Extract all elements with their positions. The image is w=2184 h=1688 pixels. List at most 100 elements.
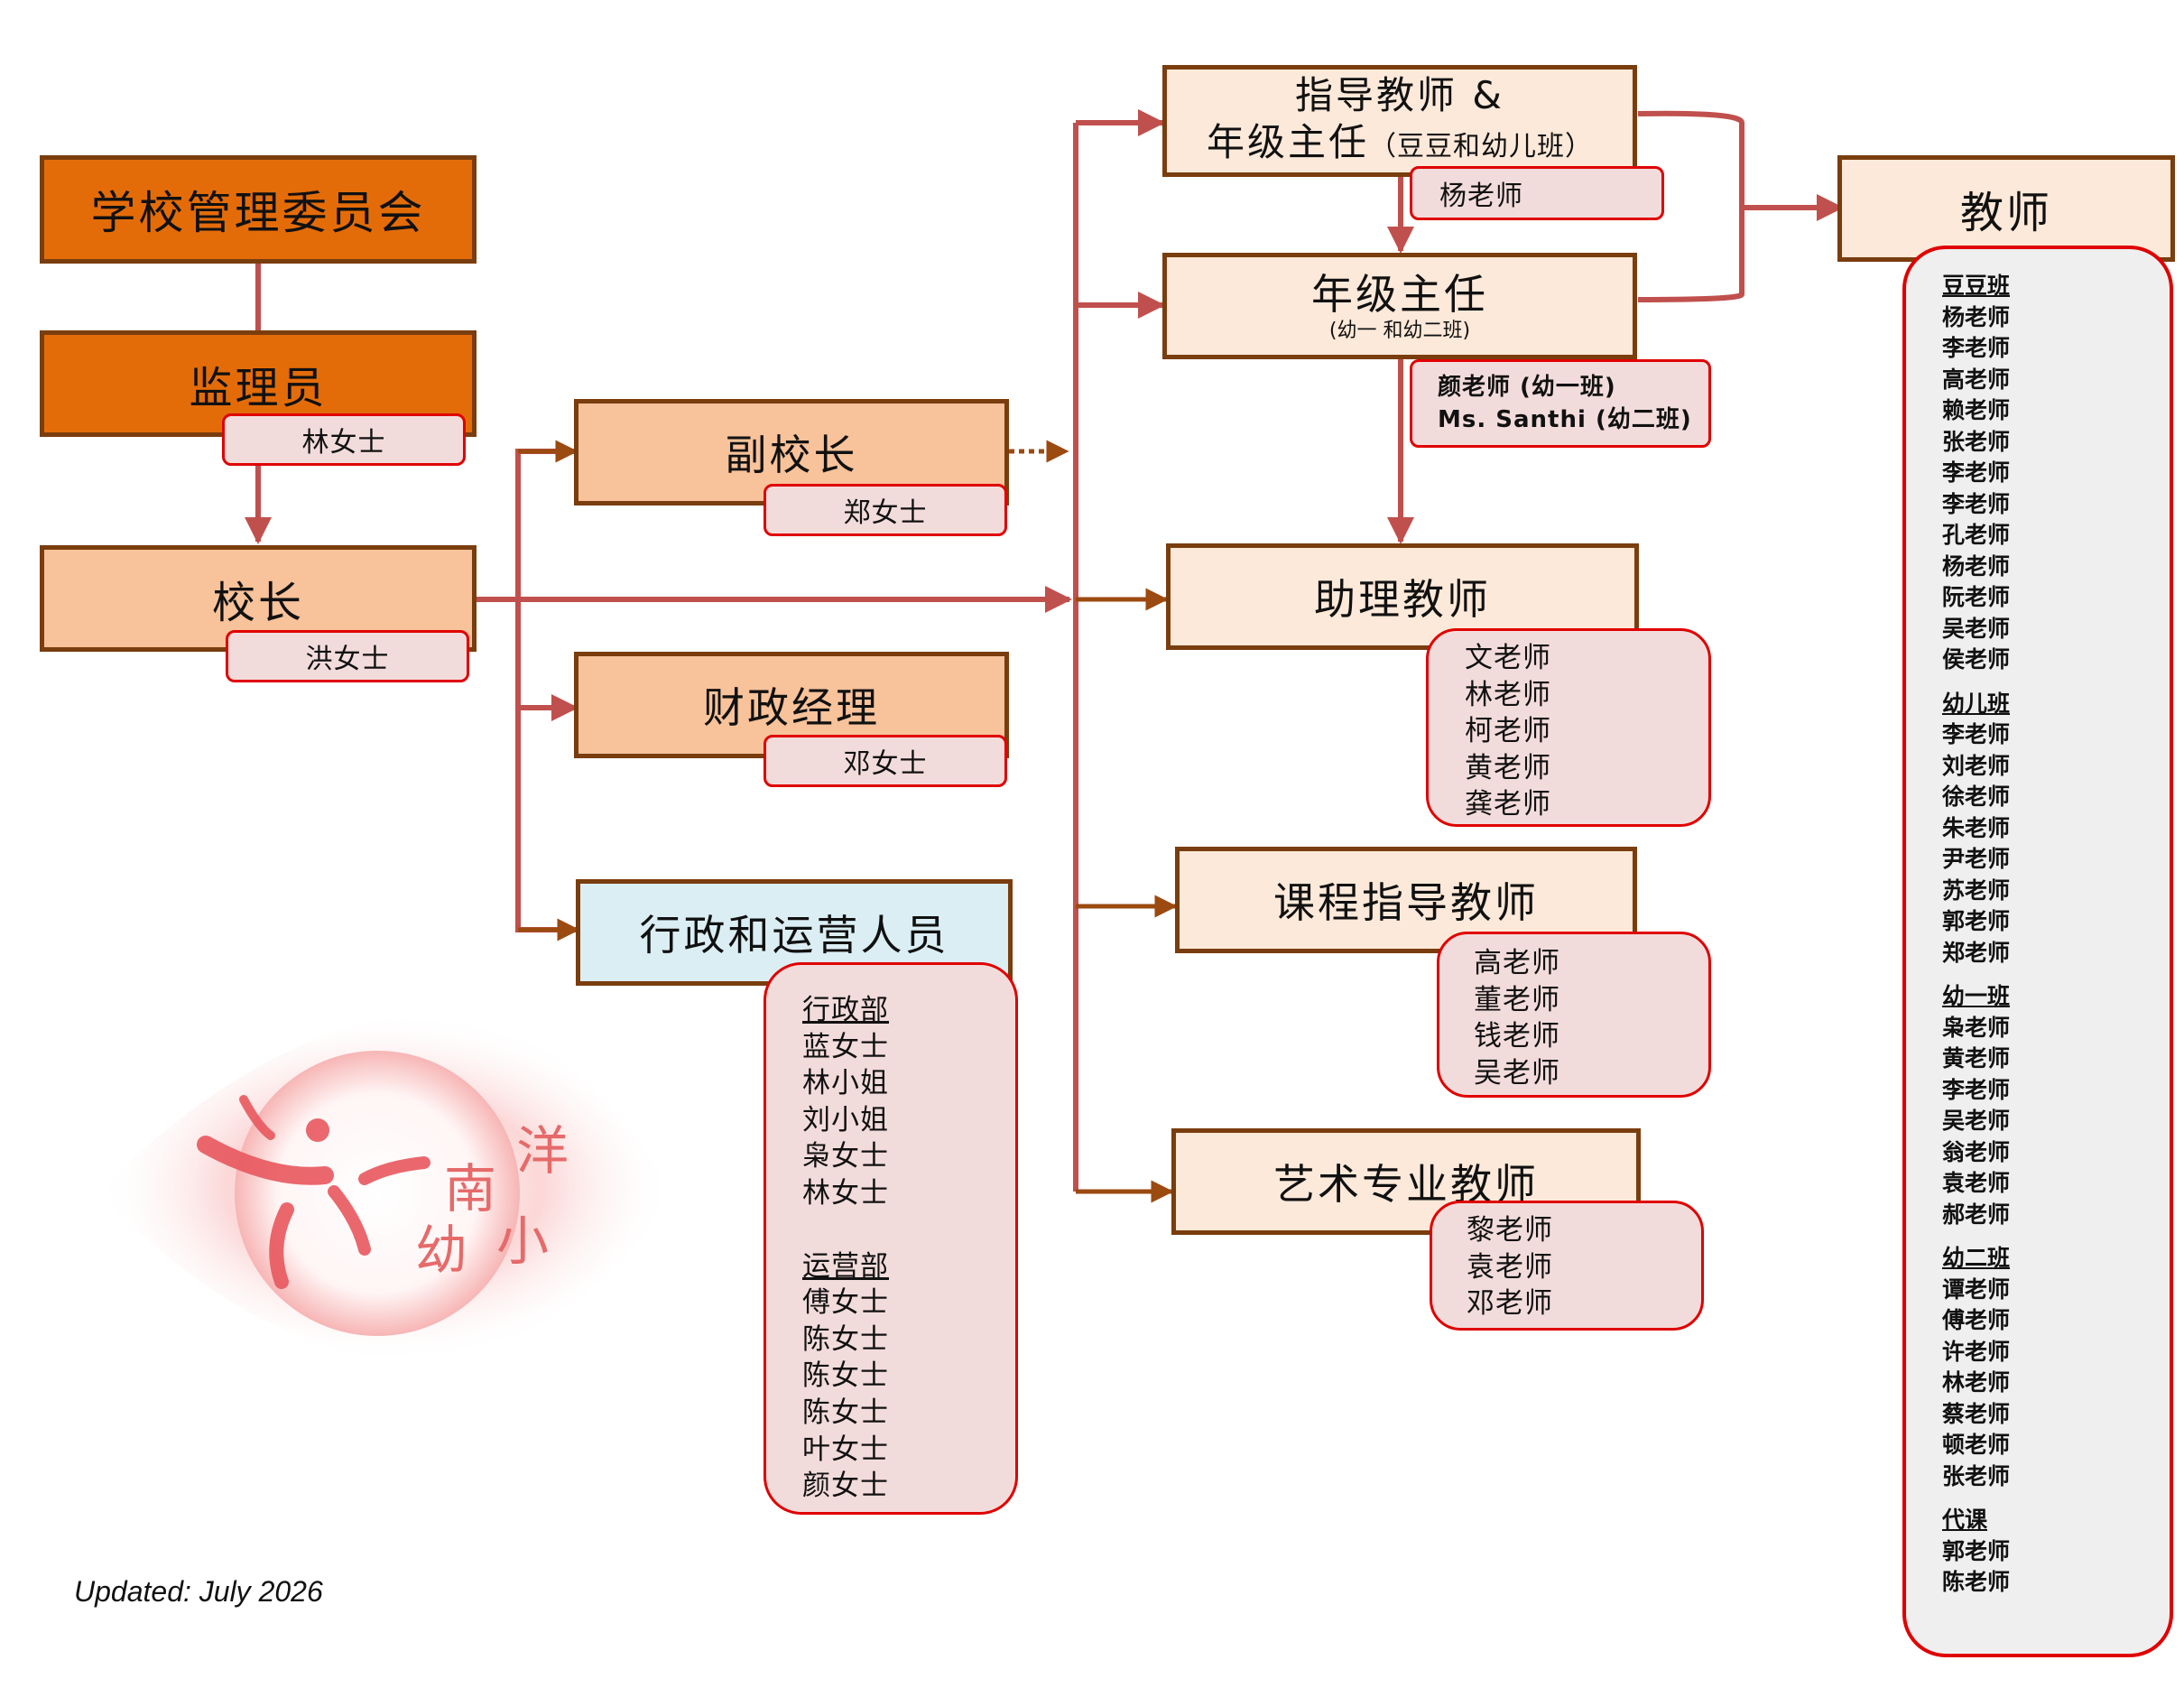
mentor-name: 杨老师: [1439, 181, 1523, 212]
teacher-name: 侯老师: [1942, 646, 2011, 672]
teacher-group-name: 幼二班: [1942, 1245, 2011, 1271]
teachers-box: 教师: [1837, 155, 2175, 262]
ops-staff-item: 陈女士: [802, 1322, 889, 1356]
teacher-name: 张老师: [1942, 1462, 2011, 1489]
admin-staff-item: 蓝女士: [802, 1030, 889, 1063]
curriculum-name-item: 高老师: [1474, 947, 1560, 979]
teacher-group-name: 代课: [1942, 1507, 1988, 1533]
teacher-name: 高老师: [1942, 366, 2011, 393]
teacher-name: 孔老师: [1942, 522, 2011, 548]
board-box: 学校管理委员会: [40, 155, 477, 264]
grade-head-name-item: Ms. Santhi (幼二班): [1438, 406, 1692, 433]
arts-name-item: 邓老师: [1467, 1287, 1553, 1321]
arts-name-item: 黎老师: [1467, 1214, 1553, 1247]
principal-title: 校长: [211, 578, 304, 628]
teacher-name: 朱老师: [1942, 814, 2011, 841]
teacher-group-name: 豆豆班: [1942, 273, 2011, 299]
teacher-name: 郝老师: [1942, 1201, 2011, 1228]
teacher-name: 张老师: [1942, 428, 2011, 455]
admin-ops-title: 行政和运营人员: [639, 911, 949, 960]
principal-name: 洪女士: [305, 644, 390, 675]
assistant-name-item: 文老师: [1465, 642, 1551, 674]
teacher-name: 蔡老师: [1942, 1400, 2011, 1427]
teacher-name: 陈老师: [1942, 1569, 2011, 1595]
ops-staff-item: 陈女士: [802, 1359, 889, 1393]
supervisor-name: 林女士: [301, 427, 386, 459]
principal-name-tag: 洪女士: [226, 630, 469, 682]
supervisor-name-tag: 林女士: [222, 413, 466, 466]
mentor-title-line2: 年级主任: [1206, 119, 1369, 164]
board-title: 学校管理委员会: [90, 187, 426, 239]
logo-text-4: 小: [496, 1210, 550, 1272]
mentor-name-tag: 杨老师: [1410, 166, 1664, 220]
teacher-group: 幼一班 枭老师 黄老师 李老师 吴老师 翁老师 袁老师 郝老师: [1942, 981, 2170, 1230]
grade-head-name-item: 颜老师 (幼一班): [1438, 374, 1616, 401]
mentor-title-line1: 指导教师 &: [1294, 72, 1505, 117]
admin-staff-item: 林小姐: [802, 1067, 889, 1100]
curriculum-name-item: 钱老师: [1474, 1020, 1560, 1053]
admin-staff-item: 刘小姐: [802, 1103, 889, 1136]
curriculum-name-item: 董老师: [1474, 983, 1560, 1016]
assistant-panel: 文老师 林老师 柯老师 黄老师 龚老师: [1426, 628, 1711, 827]
finance-title: 财政经理: [703, 683, 880, 732]
logo-text-3: 幼: [415, 1220, 468, 1281]
mentor-box: 指导教师 & 年级主任（豆豆和幼儿班）: [1162, 65, 1637, 177]
finance-name: 邓女士: [843, 748, 928, 780]
teacher-group: 幼儿班 李老师 刘老师 徐老师 朱老师 尹老师 苏老师 郭老师 郑老师: [1942, 689, 2170, 969]
teacher-group: 幼二班 谭老师 傅老师 许老师 林老师 蔡老师 顿老师 张老师: [1942, 1243, 2170, 1492]
logo-text-1: 南: [444, 1158, 497, 1220]
teacher-name: 苏老师: [1942, 876, 2011, 904]
teacher-name: 郭老师: [1942, 908, 2011, 934]
school-logo: [97, 1011, 672, 1363]
grade-head-note: (幼一 和幼二班): [1328, 320, 1471, 342]
ops-staff-item: 颜女士: [802, 1470, 889, 1503]
link-spine-left: [515, 449, 578, 932]
ops-staff-item: 叶女士: [802, 1433, 889, 1466]
teacher-group-name: 幼儿班: [1942, 690, 2011, 717]
teacher-group: 豆豆班 杨老师 李老师 高老师 赖老师 张老师 李老师 李老师 孔老师 杨老师 …: [1942, 271, 2170, 676]
curriculum-name-item: 吴老师: [1474, 1056, 1560, 1090]
assistant-name-item: 林老师: [1465, 678, 1551, 711]
teacher-name: 杨老师: [1942, 303, 2011, 330]
admin-staff-item: 枭女士: [802, 1140, 889, 1173]
grade-head-name-tag: 颜老师 (幼一班) Ms. Santhi (幼二班): [1410, 359, 1711, 448]
teacher-name: 翁老师: [1942, 1138, 2011, 1165]
teacher-name: 郭老师: [1942, 1537, 2011, 1564]
teacher-group-name: 幼一班: [1942, 983, 2011, 1009]
admin-staff-item: 林女士: [802, 1176, 889, 1210]
finance-name-tag: 邓女士: [763, 735, 1007, 787]
assistant-name-item: 黄老师: [1465, 751, 1551, 784]
vice-principal-title: 副校长: [725, 431, 858, 479]
ops-header: 运营部: [802, 1249, 889, 1283]
admin-ops-panel: 行政部 蓝女士 林小姐 刘小姐 枭女士 林女士 运营部 傅女士 陈女士 陈女士 …: [763, 962, 1018, 1515]
teacher-name: 吴老师: [1942, 1108, 2011, 1134]
curriculum-panel: 高老师 董老师 钱老师 吴老师: [1437, 932, 1711, 1098]
teacher-name: 谭老师: [1942, 1275, 2011, 1303]
teacher-name: 刘老师: [1942, 752, 2011, 779]
teacher-name: 傅老师: [1942, 1307, 2011, 1333]
teacher-name: 阮老师: [1942, 584, 2011, 610]
ops-staff-item: 陈女士: [802, 1396, 889, 1429]
arts-panel: 黎老师 袁老师 邓老师: [1430, 1201, 1704, 1331]
mentor-title-note: （豆豆和幼儿班）: [1369, 130, 1593, 162]
teacher-name: 李老师: [1942, 721, 2011, 747]
teacher-name: 李老师: [1942, 1076, 2011, 1103]
teacher-name: 李老师: [1942, 459, 2011, 486]
teachers-panel: 豆豆班 杨老师 李老师 高老师 赖老师 张老师 李老师 李老师 孔老师 杨老师 …: [1902, 246, 2173, 1657]
teacher-name: 林老师: [1942, 1369, 2011, 1396]
teacher-name: 许老师: [1942, 1338, 2011, 1365]
assistant-name-item: 柯老师: [1465, 715, 1551, 748]
teacher-name: 李老师: [1942, 335, 2011, 361]
curriculum-title: 课程指导教师: [1273, 878, 1539, 927]
grade-head-box: 年级主任 (幼一 和幼二班): [1162, 253, 1637, 359]
teacher-name: 顿老师: [1942, 1432, 2011, 1458]
teacher-name: 袁老师: [1942, 1170, 2011, 1196]
admin-header: 行政部: [802, 994, 889, 1026]
grade-head-title: 年级主任: [1311, 270, 1488, 319]
teacher-name: 尹老师: [1942, 846, 2011, 872]
teacher-name: 枭老师: [1942, 1014, 2011, 1041]
mentor-title-row: 年级主任（豆豆和幼儿班）: [1207, 119, 1593, 171]
ops-staff-item: 傅女士: [802, 1286, 889, 1320]
